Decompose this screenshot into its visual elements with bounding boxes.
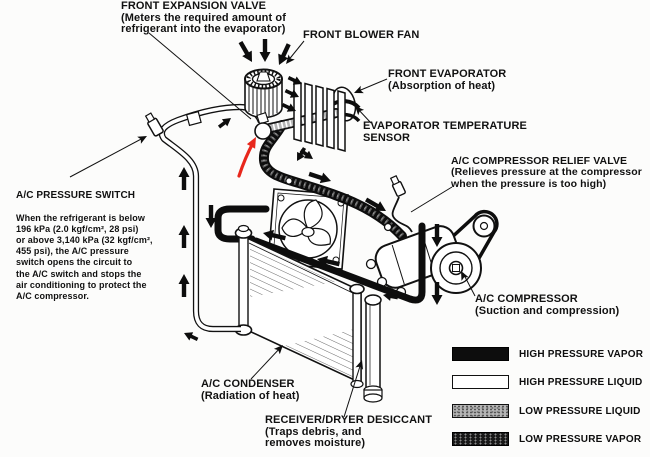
label-evaporator-temperature-sensor: EVAPORATOR TEMPERATURE SENSOR: [363, 120, 527, 144]
relief-valve-wire: [391, 196, 413, 233]
condenser-fins-hatch: [284, 328, 359, 384]
legend-row: HIGH PRESSURE VAPOR: [452, 347, 643, 361]
label-receiver-dryer: RECEIVER/DRYER DESICCANT (Traps debris, …: [265, 414, 433, 450]
label-condenser: A/C CONDENSER (Radiation of heat): [201, 378, 300, 402]
blower-motor: [256, 71, 271, 82]
label-compressor-relief-valve: A/C COMPRESSOR RELIEF VALVE (Relieves pr…: [451, 155, 642, 190]
evaporator-fins: [293, 80, 346, 152]
receiver-dryer: [363, 294, 383, 403]
ac-compressor: [365, 175, 499, 298]
expansion-valve: [254, 111, 272, 140]
low-pressure-vapor-pipe: [258, 120, 407, 241]
legend-swatch-low-pressure-liquid: [452, 404, 509, 418]
red-annotation-arrow: [237, 137, 256, 178]
relief-valve: [389, 175, 413, 233]
legend-label: LOW PRESSURE VAPOR: [519, 433, 642, 445]
high-pressure-liquid-pipe: [144, 103, 264, 333]
label-blower-fan: FRONT BLOWER FAN: [303, 29, 420, 41]
legend-row: HIGH PRESSURE LIQUID: [452, 375, 642, 389]
front-blower-fan: [244, 68, 283, 119]
legend-row: LOW PRESSURE VAPOR: [452, 432, 641, 446]
legend-label: LOW PRESSURE LIQUID: [519, 405, 641, 417]
legend-swatch-high-pressure-vapor: [452, 347, 509, 361]
legend-row: LOW PRESSURE LIQUID: [452, 404, 641, 418]
ac-condenser: [234, 224, 383, 403]
label-expansion-valve: FRONT EXPANSION VALVE (Meters the requir…: [121, 0, 286, 36]
pressure-switch-description: When the refrigerant is below 196 kPa (2…: [16, 212, 153, 302]
ac-pressure-switch: [144, 112, 164, 137]
high-pressure-vapor-pipe: [214, 205, 426, 304]
legend-label: HIGH PRESSURE VAPOR: [519, 348, 644, 360]
label-evaporator: FRONT EVAPORATOR (Absorption of heat): [388, 68, 507, 92]
drive-belt: [436, 209, 499, 287]
legend-swatch-high-pressure-liquid: [452, 375, 509, 389]
legend-swatch-low-pressure-vapor: [452, 432, 509, 446]
condenser-fins-hatch: [250, 243, 335, 297]
pipe-junction: [185, 110, 202, 127]
condenser-left-tube: [238, 232, 249, 330]
condenser-right-tube: [352, 288, 362, 385]
legend-label: HIGH PRESSURE LIQUID: [519, 376, 643, 388]
front-evaporator: [254, 80, 361, 152]
radiator-fan: [267, 188, 349, 270]
leader-lines: [69, 32, 476, 418]
label-compressor: A/C COMPRESSOR (Suction and compression): [475, 293, 620, 317]
pressure-switch-title: A/C PRESSURE SWITCH: [16, 190, 136, 202]
label-pressure-switch: A/C PRESSURE SWITCH When the refrigerant…: [16, 179, 153, 313]
